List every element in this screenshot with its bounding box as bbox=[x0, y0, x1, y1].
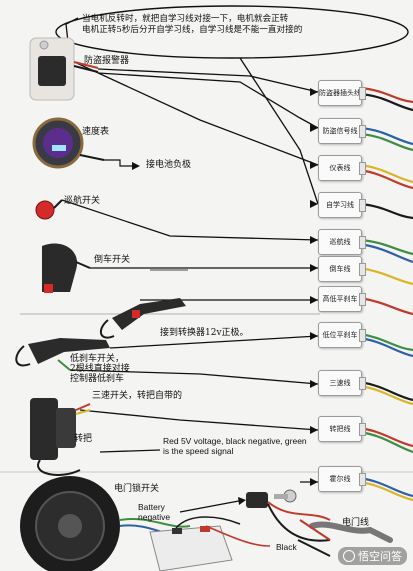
connector-three-speed: 三速线 bbox=[318, 370, 366, 396]
connector-throttle: 转把线 bbox=[318, 416, 366, 442]
label-battery-negative: Battery negative bbox=[138, 502, 171, 522]
connector-label: 高低平刹车 bbox=[322, 295, 358, 303]
connector-label: 防盗器插头线 bbox=[319, 89, 361, 97]
connector-label: 倒车线 bbox=[329, 265, 351, 273]
connector-alarm-signal: 防盗信号线 bbox=[318, 118, 366, 144]
label-wire-colors-en: Red 5V voltage, black negative, green is… bbox=[163, 436, 307, 456]
connector-label: 霍尔线 bbox=[329, 475, 351, 483]
label-key-switch: 电门锁开关 bbox=[114, 484, 160, 494]
label-three-speed: 三速开关，转把自带的 bbox=[92, 391, 183, 401]
connector-hall: 霍尔线 bbox=[318, 466, 366, 492]
arrow-heads bbox=[310, 88, 318, 486]
connector-reverse: 倒车线 bbox=[318, 256, 366, 282]
note-oval bbox=[55, 5, 409, 59]
connector-high-brake: 高低平刹车 bbox=[318, 286, 366, 312]
note-text: 当电机反转时，就把自学习线对接一下，电机就会正转 电机正转5秒后分开自学习线，自… bbox=[82, 14, 382, 36]
watermark-logo-icon bbox=[343, 550, 355, 562]
connector-label: 转把线 bbox=[329, 425, 351, 433]
connector-label: 自学习线 bbox=[326, 201, 354, 209]
connector-meter: 仪表线 bbox=[318, 155, 366, 181]
harness-bundle bbox=[359, 86, 413, 502]
label-reverse-switch: 倒车开关 bbox=[94, 255, 131, 265]
alarm-device bbox=[29, 37, 99, 101]
reverse-switch-device bbox=[42, 243, 91, 293]
connection-lines bbox=[61, 17, 319, 483]
label-power-line: 电门线 bbox=[342, 518, 370, 528]
note-line-1: 当电机反转时，就把自学习线对接一下，电机就会正转 bbox=[82, 14, 289, 24]
connector-cruise: 巡航线 bbox=[318, 229, 366, 255]
connector-label: 防盗信号线 bbox=[322, 127, 358, 135]
power-line-device bbox=[297, 519, 393, 557]
watermark-text: 悟空问答 bbox=[358, 550, 402, 563]
cruise-switch-device bbox=[35, 199, 63, 220]
label-converter: 接到转换器12v正极。 bbox=[160, 328, 249, 338]
connector-label: 仪表线 bbox=[329, 164, 351, 172]
connector-label: 巡航线 bbox=[329, 238, 351, 246]
label-brake: 低刹车开关， bbox=[70, 354, 125, 364]
throttle-device bbox=[30, 398, 91, 476]
label-speedometer: 速度表 bbox=[82, 127, 110, 137]
label-cruise-switch: 巡航开关 bbox=[64, 196, 101, 206]
brake-lever-top bbox=[99, 298, 186, 339]
label-brake-2: 2根线直接对接 bbox=[70, 364, 130, 374]
connector-label: 低位平刹车 bbox=[322, 331, 358, 339]
brake-lever-bottom bbox=[15, 338, 110, 371]
connector-low-brake: 低位平刹车 bbox=[318, 322, 366, 348]
label-battery-neg: 接电池负极 bbox=[146, 160, 192, 170]
label-brake-3: 控制器低刹车 bbox=[70, 374, 125, 384]
battery-device bbox=[149, 516, 271, 571]
connector-label: 三速线 bbox=[329, 379, 351, 387]
watermark: 悟空问答 bbox=[338, 547, 407, 565]
label-black: Black bbox=[276, 542, 297, 552]
key-switch-device bbox=[179, 489, 331, 542]
speedometer-device bbox=[32, 117, 105, 169]
label-alarm: 防盗报警器 bbox=[84, 56, 130, 66]
connector-alarm-plug: 防盗器插头线 bbox=[318, 80, 366, 106]
note-line-2: 电机正转5秒后分开自学习线，自学习线是不能一直对接的 bbox=[82, 25, 303, 35]
label-throttle: 转把 bbox=[74, 434, 93, 444]
connector-self-learning: 自学习线 bbox=[318, 192, 366, 218]
hub-motor bbox=[20, 476, 191, 571]
